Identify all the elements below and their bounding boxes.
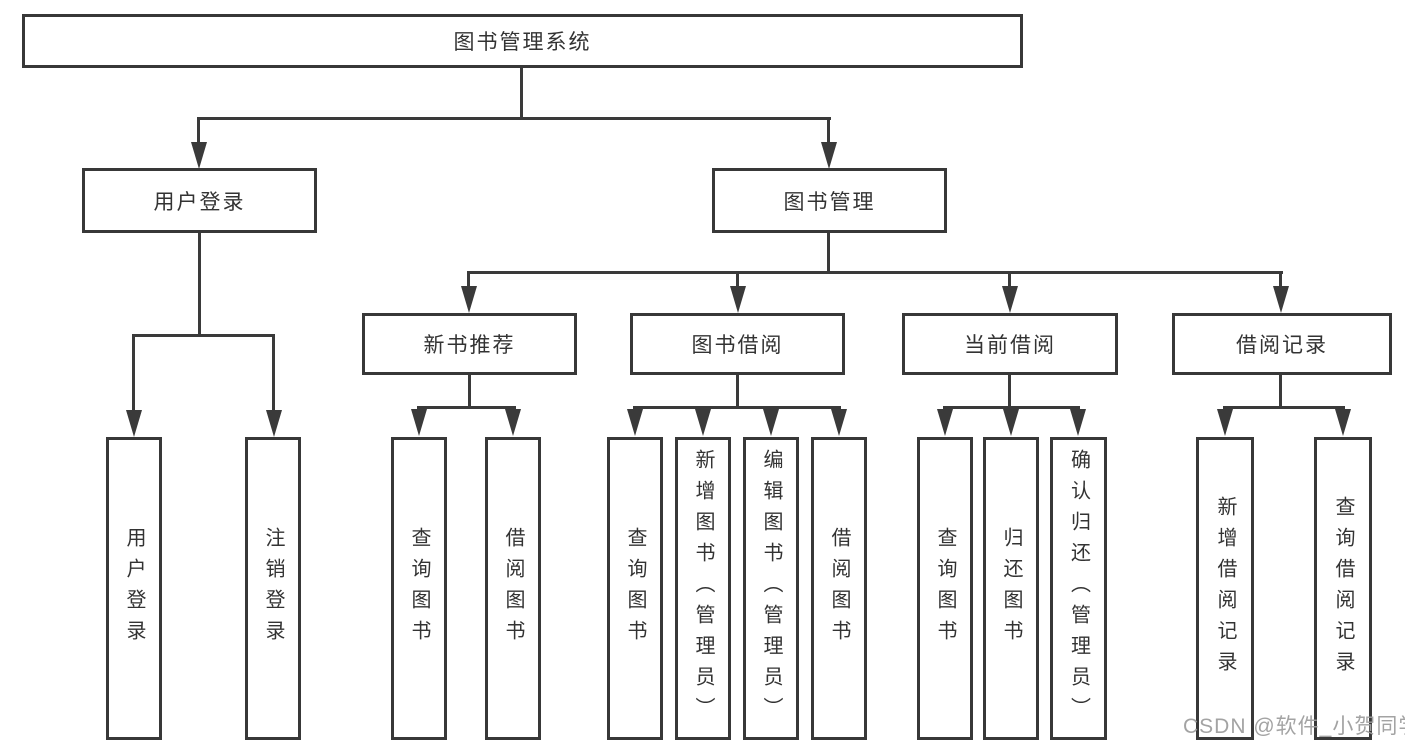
arrow-down-icon <box>505 409 521 436</box>
arrow-down-icon <box>266 410 282 437</box>
arrow-down-icon <box>1002 286 1018 313</box>
connector-login-drop-1 <box>132 334 135 412</box>
connector-current-stem <box>1008 375 1011 409</box>
leaf-logout: 注销登录 <box>245 437 301 740</box>
connector-mgmt-stem <box>827 233 830 274</box>
node-label: 查询借阅记录 <box>1332 495 1354 682</box>
node-label: 归还图书 <box>1000 526 1022 651</box>
arrow-down-icon <box>1217 409 1233 436</box>
arrow-down-icon <box>126 410 142 437</box>
arrow-down-icon <box>937 409 953 436</box>
leaf-add-borrow-record: 新增借阅记录 <box>1196 437 1254 740</box>
node-label: 用户登录 <box>153 190 246 214</box>
node-label: 确认归还（管理员） <box>1067 449 1090 728</box>
node-label: 编辑图书（管理员） <box>760 449 782 728</box>
arrow-down-icon <box>763 409 779 436</box>
node-label: 图书管理系统 <box>453 31 592 54</box>
arrow-down-icon <box>461 286 477 313</box>
connector-root-rail <box>197 117 831 120</box>
connector-root-stem <box>520 68 523 118</box>
connector-mgmt-drop-1 <box>467 271 470 289</box>
connector-borrow-stem <box>736 375 739 409</box>
node-label: 查询图书 <box>624 526 646 651</box>
leaf-add-books-admin: 新增图书（管理员） <box>675 437 731 740</box>
node-user-login-branch: 用户登录 <box>82 168 317 233</box>
csdn-watermark: CSDN @软件_小贺同学 <box>1183 715 1405 738</box>
leaf-edit-books-admin: 编辑图书（管理员） <box>743 437 799 740</box>
node-label: 当前借阅 <box>964 334 1056 357</box>
connector-mgmt-drop-4 <box>1279 271 1282 289</box>
node-current-borrow: 当前借阅 <box>902 313 1118 375</box>
connector-current-rail <box>943 406 1080 409</box>
connector-login-stem <box>198 233 201 337</box>
arrow-down-icon <box>191 142 207 169</box>
node-label: 图书借阅 <box>691 334 784 357</box>
node-label: 用户登录 <box>123 526 145 651</box>
arrow-down-icon <box>411 409 427 436</box>
arrow-down-icon <box>1003 409 1019 436</box>
connector-records-rail <box>1223 406 1345 409</box>
leaf-borrow-books-recommend: 借阅图书 <box>485 437 541 740</box>
node-book-management-branch: 图书管理 <box>712 168 947 233</box>
arrow-down-icon <box>627 409 643 436</box>
arrow-down-icon <box>730 286 746 313</box>
node-label: 借阅图书 <box>828 526 850 651</box>
node-new-book-recommend: 新书推荐 <box>362 313 577 375</box>
node-book-borrow: 图书借阅 <box>630 313 845 375</box>
leaf-user-login: 用户登录 <box>106 437 162 740</box>
node-label: 查询图书 <box>408 526 430 651</box>
connector-mgmt-rail <box>467 271 1283 274</box>
node-label: 注销登录 <box>262 526 284 651</box>
connector-borrow-rail <box>633 406 841 409</box>
leaf-query-borrow-record: 查询借阅记录 <box>1314 437 1372 740</box>
node-label: 新增借阅记录 <box>1214 495 1236 682</box>
connector-recommend-stem <box>468 375 471 409</box>
arrow-down-icon <box>1070 409 1086 436</box>
node-label: 图书管理 <box>783 190 876 214</box>
connector-root-drop-right <box>827 117 830 145</box>
arrow-down-icon <box>1273 286 1289 313</box>
arrow-down-icon <box>821 142 837 169</box>
leaf-borrow-books: 借阅图书 <box>811 437 867 740</box>
arrow-down-icon <box>695 409 711 436</box>
arrow-down-icon <box>1335 409 1351 436</box>
leaf-query-books-current: 查询图书 <box>917 437 973 740</box>
connector-records-stem <box>1279 375 1282 409</box>
arrow-down-icon <box>831 409 847 436</box>
connector-root-drop-left <box>197 117 200 145</box>
connector-login-drop-2 <box>272 334 275 412</box>
leaf-confirm-return-admin: 确认归还（管理员） <box>1050 437 1107 740</box>
leaf-query-books-borrow: 查询图书 <box>607 437 663 740</box>
leaf-query-books-recommend: 查询图书 <box>391 437 447 740</box>
node-label: 查询图书 <box>934 526 956 651</box>
node-label: 新书推荐 <box>423 334 516 357</box>
node-label: 借阅记录 <box>1236 334 1328 357</box>
node-label: 新增图书（管理员） <box>692 449 714 728</box>
node-root-library-system: 图书管理系统 <box>22 14 1023 68</box>
connector-mgmt-drop-2 <box>736 271 739 289</box>
leaf-return-books: 归还图书 <box>983 437 1039 740</box>
connector-recommend-rail <box>417 406 516 409</box>
connector-login-rail <box>132 334 275 337</box>
node-label: 借阅图书 <box>502 526 524 651</box>
node-borrow-records: 借阅记录 <box>1172 313 1392 375</box>
connector-mgmt-drop-3 <box>1008 271 1011 289</box>
